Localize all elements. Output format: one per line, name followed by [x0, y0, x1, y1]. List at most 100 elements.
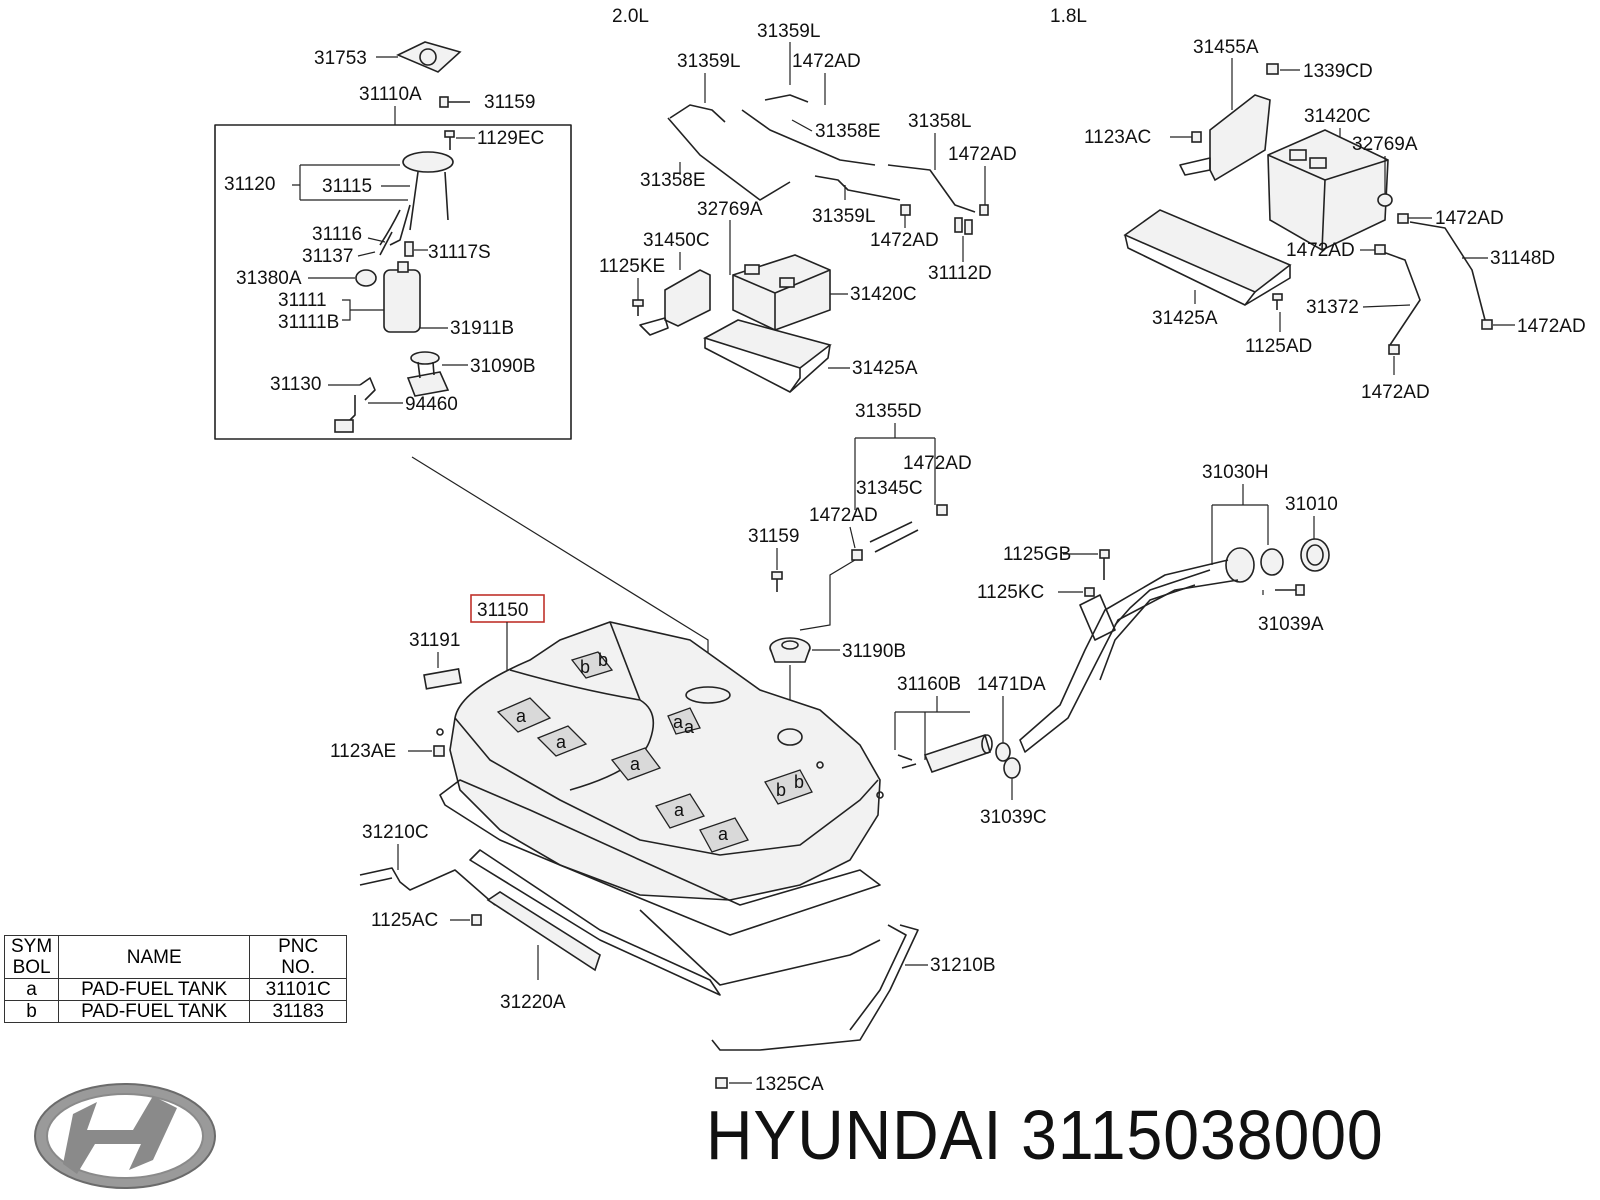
clip-1472ad-g	[1388, 344, 1400, 355]
label-31345C: 31345C	[856, 478, 923, 499]
clamp-1471da	[995, 742, 1011, 762]
pad-b-2: b b	[764, 769, 813, 805]
fuel-pump-body	[383, 261, 421, 333]
legend-pnc: 31183	[249, 1000, 348, 1023]
strap-31210c	[359, 867, 496, 906]
fuel-sender-94460	[334, 377, 376, 433]
clip-1472ad-c	[900, 204, 911, 216]
filler-hose-31160b	[897, 733, 993, 774]
engine-label-2-0l: 2.0L	[612, 6, 649, 27]
label-31039C: 31039C	[980, 807, 1047, 828]
label-31355D: 31355D	[855, 401, 922, 422]
label-31110A: 31110A	[359, 84, 422, 105]
bolt-1125ac	[471, 914, 482, 926]
label-31148D: 31148D	[1490, 248, 1555, 269]
label-31115: 31115	[322, 176, 372, 197]
label-1472AD-f: 1472AD	[1517, 316, 1586, 337]
nut-1325ca	[715, 1077, 728, 1089]
label-1339CD: 1339CD	[1303, 61, 1373, 82]
heat-shield-31220a	[486, 891, 601, 972]
pump-screw-1129ec	[444, 130, 455, 150]
pump-flange	[379, 151, 454, 246]
nut-1339cd	[1266, 63, 1279, 75]
label-1472AD-h: 1472AD	[903, 453, 972, 474]
bolt-1125ad	[1272, 293, 1283, 310]
label-1123AC: 1123AC	[1084, 127, 1151, 148]
label-31112D: 31112D	[928, 263, 992, 284]
engine-label-1-8l: 1.8L	[1050, 6, 1087, 27]
pad-b-1: b b	[570, 650, 614, 679]
pad-a-6: a	[699, 817, 749, 853]
label-94460: 94460	[405, 394, 458, 415]
svg-text:a: a	[556, 732, 567, 752]
label-31117S: 31117S	[428, 242, 491, 263]
svg-text:b: b	[580, 657, 590, 677]
label-31358E-a: 31358E	[815, 121, 881, 142]
label-1125KE: 1125KE	[599, 256, 665, 277]
bolt-1125gb	[1099, 549, 1110, 580]
label-31210B: 31210B	[930, 955, 996, 976]
clip-1472ad-d	[1397, 213, 1409, 224]
label-1123AE: 1123AE	[330, 741, 396, 762]
svg-text:a: a	[516, 706, 527, 726]
label-1125GB: 1125GB	[1003, 544, 1071, 565]
label-31358L: 31358L	[908, 111, 971, 132]
legend-table: SYM BOL NAME PNC NO. a PAD-FUEL TANK 311…	[3, 935, 348, 1023]
clip-1472ad-b	[979, 204, 989, 216]
screw-31159-mid	[771, 571, 783, 592]
fuel-cap-31010	[1300, 538, 1330, 572]
label-1472AD-d: 1472AD	[1435, 208, 1504, 229]
svg-text:b: b	[776, 780, 786, 800]
label-31911B: 31911B	[450, 318, 514, 339]
screw-31039a	[1275, 584, 1305, 596]
canister-bracket-2-0l	[639, 269, 711, 336]
label-31010: 31010	[1285, 494, 1338, 515]
svg-text:b: b	[794, 772, 804, 792]
canister-bracket-1-8l	[1179, 94, 1271, 182]
tank-frame	[439, 779, 881, 996]
label-1125AD: 1125AD	[1245, 336, 1312, 357]
strap-31210b	[711, 924, 919, 1051]
vent-hose-31345c	[869, 521, 919, 553]
svg-text:a: a	[684, 717, 695, 737]
clip-1472ad-i	[851, 549, 863, 561]
legend-row: b PAD-FUEL TANK 31183	[3, 1000, 348, 1023]
pump-fitting-31117s	[404, 241, 414, 257]
legend-header-pnc: PNC NO.	[249, 935, 348, 979]
clamp-31039c	[1003, 757, 1021, 779]
pump-clamp-31380a	[355, 269, 377, 287]
label-31358E-b: 31358E	[640, 170, 706, 191]
brand-part-number: HYUNDAI 3115038000	[706, 1096, 1384, 1174]
fuel-pump-cover	[396, 41, 462, 73]
label-31160B: 31160B	[897, 674, 961, 695]
label-31111B: 31111B	[278, 312, 339, 333]
label-31130: 31130	[270, 374, 321, 395]
clip-1472ad-h	[936, 504, 948, 516]
label-31450C: 31450C	[643, 230, 710, 251]
bracket-31112d	[954, 217, 973, 235]
svg-text:b: b	[598, 650, 608, 670]
label-31191: 31191	[409, 630, 460, 651]
label-31137: 31137	[302, 246, 353, 267]
label-31210C: 31210C	[362, 822, 429, 843]
label-1472AD-a: 1472AD	[792, 51, 861, 72]
label-1125AC: 1125AC	[371, 910, 438, 931]
label-32769A-a: 32769A	[697, 199, 763, 220]
label-31190B: 31190B	[842, 641, 906, 662]
pad-a-1: a	[496, 697, 552, 733]
hoses-1-8l	[1382, 221, 1486, 346]
svg-text:a: a	[673, 712, 684, 732]
pad-a-5: a	[655, 793, 705, 829]
legend-header-symbol: SYM BOL	[3, 935, 60, 979]
label-1472AD-e: 1472AD	[1286, 240, 1355, 261]
label-1471DA: 1471DA	[977, 674, 1046, 695]
label-31120: 31120	[224, 174, 275, 195]
legend-name: PAD-FUEL TANK	[58, 978, 251, 1001]
label-31220A: 31220A	[500, 992, 566, 1013]
label-31039A: 31039A	[1258, 614, 1324, 635]
legend-symbol: a	[3, 978, 60, 1001]
bolt-1123ac	[1191, 131, 1202, 143]
filler-seal	[1260, 548, 1284, 576]
legend-header-name: NAME	[58, 935, 251, 979]
